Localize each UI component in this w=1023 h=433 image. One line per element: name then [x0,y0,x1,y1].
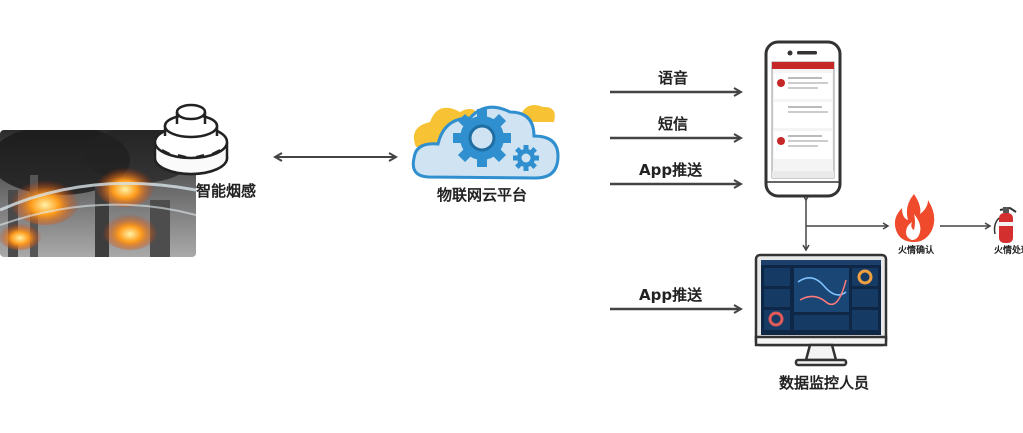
flame-icon [894,194,935,242]
channel-app-monitor-label: App推送 [639,286,703,304]
cloud-gear-icon [411,104,560,180]
channel-sms-label: 短信 [658,115,689,133]
fire-extinguisher-icon [993,206,1017,243]
smoke-detector-label: 智能烟感 [196,182,257,200]
monitor-staff-label: 数据监控人员 [779,374,870,392]
channel-voice-label: 语音 [658,69,689,87]
cloud-platform-label: 物联网云平台 [437,186,528,204]
smoke-detector-icon [153,103,229,176]
fire-handle-label: 火情处理 [994,246,1023,256]
channel-app-phone-label: App推送 [639,161,703,179]
smartphone-icon [764,40,842,198]
monitor-icon [754,253,888,367]
fire-confirm-label: 火情确认 [898,246,935,256]
